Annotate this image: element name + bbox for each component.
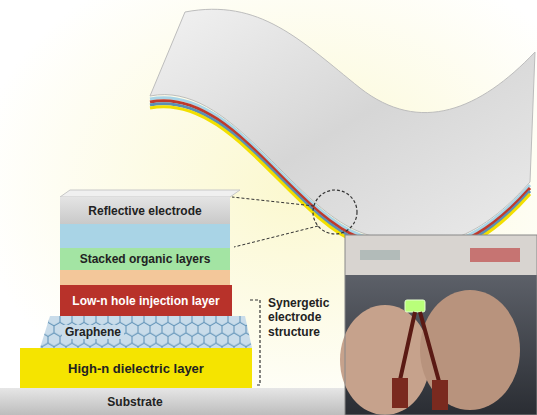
zoom-circle (313, 190, 357, 234)
layer-label: Reflective electrode (88, 204, 201, 218)
electrode-top-face (60, 190, 240, 197)
substrate-slab (0, 388, 345, 415)
organic-layer: Stacked organic layers (60, 248, 230, 270)
orange-layer (60, 270, 230, 285)
substrate-layer: Substrate (0, 388, 270, 415)
layer-label: Stacked organic layers (80, 252, 211, 266)
zoom-leader (232, 197, 314, 206)
zoom-leader (234, 226, 318, 247)
blue-layer (60, 224, 230, 248)
structure-label: Synergetic electrode structure (268, 296, 348, 339)
graphene-layer: Graphene (44, 316, 250, 348)
dielectric-layer: High-n dielectric layer (20, 348, 252, 388)
hole-injection-layer: Low-n hole injection layer (60, 285, 232, 316)
electrode-layer: Reflective electrode (60, 197, 230, 224)
photo-inset (340, 235, 537, 415)
graphene-sheet (40, 316, 252, 348)
layer-label: Substrate (107, 395, 162, 409)
layer-label: High-n dielectric layer (68, 361, 204, 376)
layer-label: Low-n hole injection layer (72, 294, 219, 308)
layer-label: Graphene (62, 325, 124, 339)
